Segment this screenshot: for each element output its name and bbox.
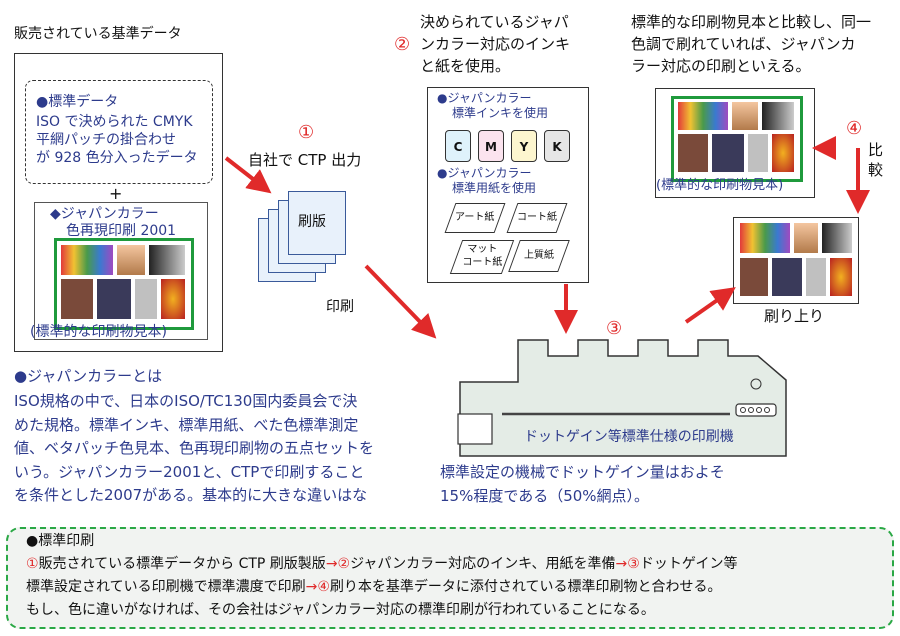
plus-sign: + (109, 184, 123, 203)
ink-can-yellow: Y (511, 130, 537, 162)
summary-line-3: もし、色に違いがなければ、その会社はジャパンカラー対応の標準印刷が行われているこ… (26, 602, 655, 618)
desc-line: ISO規格の中で、日本のISO/TC130国内委員会で決 (14, 392, 358, 410)
step4-number: ④ (846, 118, 863, 139)
step3-note-line: 標準設定の機械でドットゲイン量はおよそ (440, 463, 725, 481)
standard-data-box (25, 80, 213, 184)
step-marker: ① (26, 556, 39, 572)
ink-header: ●ジャパンカラー (437, 91, 532, 105)
paper-header: 標準用紙を使用 (452, 181, 537, 195)
step2-text-line: ンカラー対応のインキ (420, 35, 571, 53)
step4-text-line: ラー対応の印刷といえる。 (631, 57, 811, 75)
step1-number: ① (298, 122, 315, 143)
summary-line-1: ①販売されている標準データから CTP 刷版製版→②ジャパンカラー対応のインキ、… (26, 554, 738, 574)
step-marker: →② (325, 556, 351, 572)
ink-can-magenta: M (478, 130, 504, 162)
printing-press-diagram (457, 339, 787, 457)
step3-number: ③ (606, 318, 623, 339)
desc-line: いう。ジャパンカラー2001と、CTPで印刷すること (14, 462, 365, 481)
step2-text-line: 決められているジャパ (420, 13, 569, 31)
standard-data-line: ISO で決められた CMYK (36, 114, 193, 130)
summary-line-2: 標準設定されている印刷機で標準濃度で印刷→④刷り本を基準データに添付されている標… (26, 577, 721, 597)
desc-line: 値、ベタパッチ色見本、色再現印刷物の五点セットを (14, 439, 375, 457)
step-marker: →③ (615, 556, 640, 572)
desc-line: を条件とした2007がある。基本的に大きな違いはな (14, 486, 368, 504)
step2-text-line: と紙を使用。 (420, 57, 511, 75)
ink-header: 標準インキを使用 (452, 106, 549, 120)
japan-color-header: 色再現印刷 2001 (66, 223, 177, 239)
standard-data-line: 平網パッチの掛合わせ (36, 132, 176, 148)
sample-caption-left: (標準的な印刷物見本) (30, 324, 167, 340)
japan-color-header: ◆ジャパンカラー (50, 206, 159, 222)
summary-text: 標準設定されている印刷機で標準濃度で印刷 (26, 579, 306, 595)
left-panel-title: 販売されている基準データ (14, 26, 182, 42)
compare-label: 比 較 (868, 141, 884, 179)
desc-line: めた規格。標準インキ、標準用紙、べた色標準測定 (14, 415, 359, 434)
standard-printing-summary: ●標準印刷 ①販売されている標準データから CTP 刷版製版→②ジャパンカラー対… (6, 527, 894, 629)
step-marker: →④ (305, 579, 330, 595)
step4-text-line: 標準的な印刷物見本と比較し、同一 (631, 13, 872, 31)
step2-number: ② (394, 34, 411, 55)
ink-can-cyan: C (445, 130, 471, 162)
japan-color-desc-header: ●ジャパンカラーとは (14, 367, 163, 385)
result-label: 刷り上り (764, 307, 825, 325)
print-label: 印刷 (326, 299, 354, 315)
press-label: ドットゲイン等標準仕様の印刷機 (524, 429, 734, 445)
plate-label: 刷版 (298, 214, 326, 230)
summary-header: ●標準印刷 (26, 533, 95, 549)
summary-text: 販売されている標準データから CTP 刷版製版 (38, 556, 326, 572)
step1-label: 自社で CTP 出力 (248, 151, 362, 169)
print-sample-image-right (671, 96, 803, 182)
print-sample-image-left (54, 238, 194, 330)
printed-result-panel (733, 217, 859, 304)
plate-sheet (288, 191, 346, 255)
paper-header: ●ジャパンカラー (437, 166, 532, 180)
japan-color-desc-body: ISO規格の中で、日本のISO/TC130国内委員会で決 めた規格。標準インキ、… (14, 390, 374, 508)
standard-data-header: ●標準データ (36, 94, 119, 110)
step4-text-line: 色調で刷れていれば、ジャパンカ (631, 35, 856, 53)
summary-text: ドットゲイン等 (639, 556, 738, 572)
summary-text: ジャパンカラー対応のインキ、用紙を準備 (350, 556, 616, 572)
sample-caption-right: (標準的な印刷物見本) (656, 178, 784, 193)
standard-data-line: が 928 色分入ったデータ (36, 150, 198, 166)
summary-text: 刷り本を基準データに添付されている標準印刷物と合わせる。 (329, 579, 722, 595)
step3-note-line: 15%程度である（50%網点）。 (440, 487, 650, 505)
ink-can-black: K (544, 130, 570, 162)
